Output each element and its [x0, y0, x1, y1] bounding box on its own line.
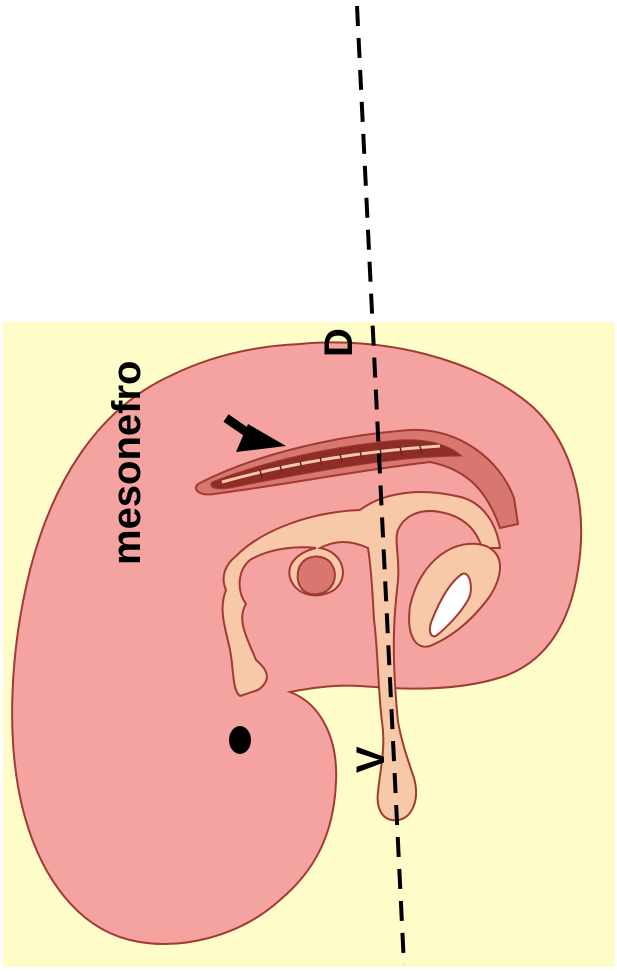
eye — [229, 726, 251, 754]
organ-label: mesonefro — [105, 361, 149, 566]
heart-primordium — [298, 557, 335, 595]
dorsal-label: D — [317, 328, 361, 357]
ventral-label: V — [349, 746, 393, 773]
